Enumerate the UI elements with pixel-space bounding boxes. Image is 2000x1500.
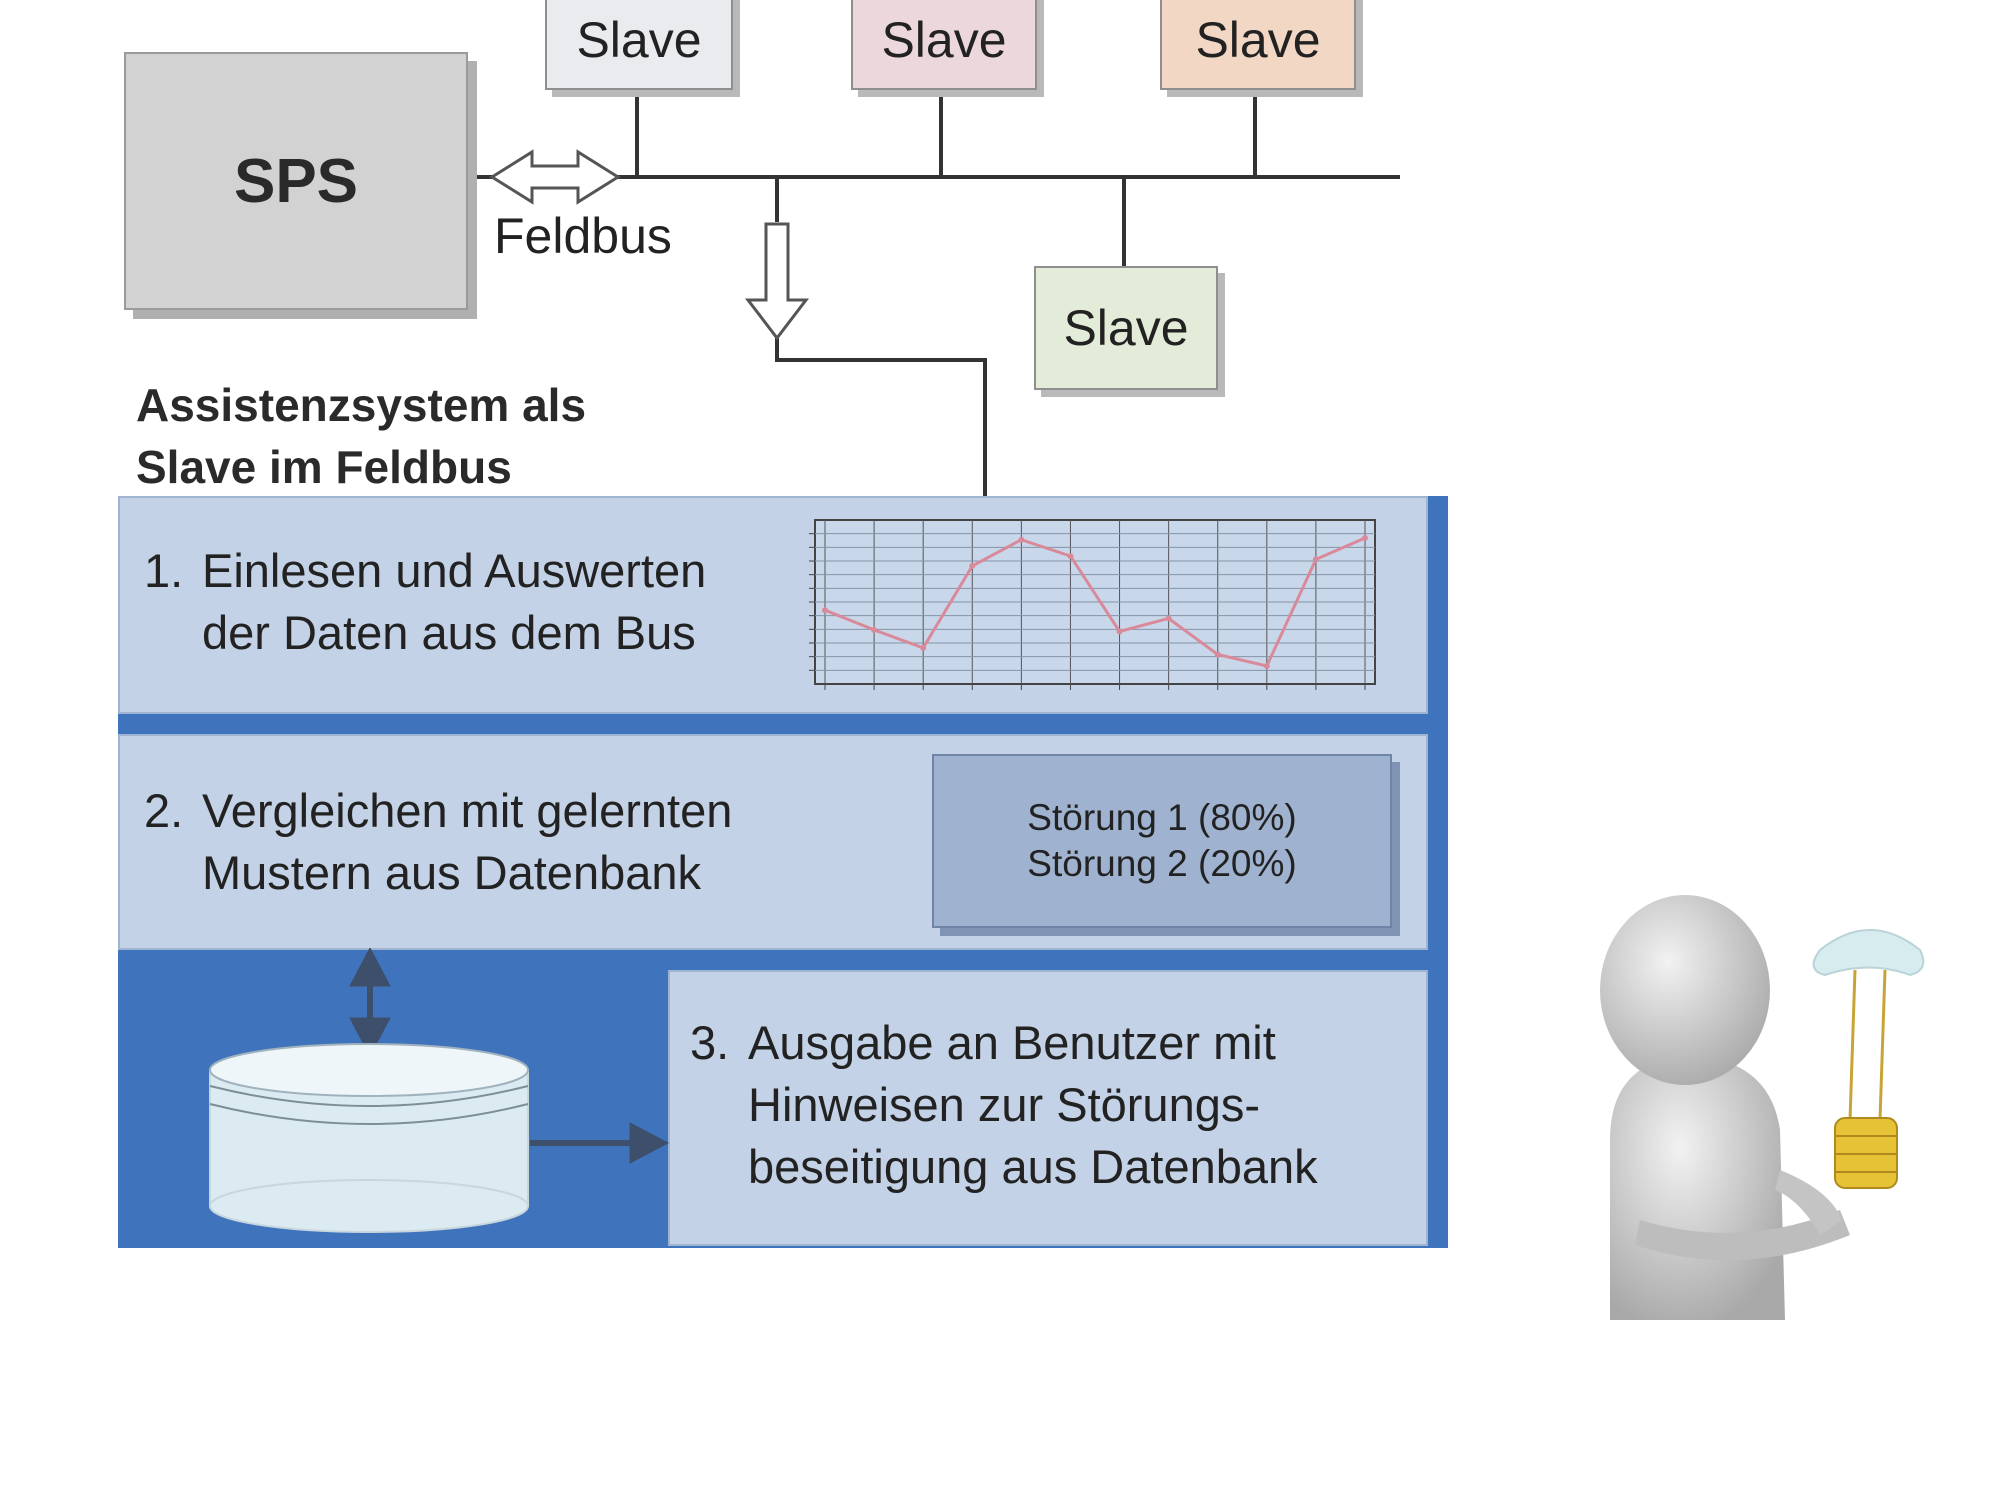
chart-point	[871, 626, 878, 633]
result-2: Störung 2 (20%)	[1027, 843, 1297, 884]
feldbus-label: Feldbus	[494, 208, 672, 264]
chart-point	[1116, 628, 1123, 635]
chart-point	[1263, 663, 1270, 669]
db-output-arrow-icon	[530, 1122, 670, 1164]
step-2-line2: Mustern aus Datenbank	[202, 846, 702, 899]
slave-box-2: Slave	[851, 0, 1037, 90]
step-2-number: 2.	[144, 784, 184, 837]
step-1-number: 1.	[144, 544, 184, 597]
chart-point	[1165, 615, 1172, 622]
slave-box-4: Slave	[1034, 266, 1218, 390]
database-group	[209, 948, 670, 1233]
sps-label: SPS	[233, 146, 359, 216]
step-3-number: 3.	[690, 1016, 730, 1069]
result-1: Störung 1 (80%)	[1027, 797, 1297, 838]
signal-chart	[809, 519, 1376, 690]
assist-title-line2: Slave im Feldbus	[136, 441, 512, 493]
chart-point	[920, 644, 927, 651]
step-2-line1: Vergleichen mit gelernten	[202, 784, 733, 837]
slave-box-3: Slave	[1160, 0, 1356, 90]
chart-point	[1312, 556, 1319, 563]
person-with-lightbulb-icon	[1600, 895, 1925, 1320]
slave-box-1: Slave	[545, 0, 733, 90]
slave-label: Slave	[881, 12, 1007, 68]
chart-series-line	[824, 536, 1366, 668]
chart-point	[1214, 651, 1221, 658]
slave-label: Slave	[1195, 12, 1321, 68]
result-box: Störung 1 (80%) Störung 2 (20%)	[932, 754, 1392, 928]
assist-title: Assistenzsystem als Slave im Feldbus	[136, 374, 586, 498]
step-1-line2: der Daten aus dem Bus	[202, 606, 696, 659]
chart-point	[969, 562, 976, 569]
step-3-line3: beseitigung aus Datenbank	[748, 1140, 1318, 1193]
assist-title-line1: Assistenzsystem als	[136, 379, 587, 431]
bidirectional-arrow-icon	[489, 149, 621, 205]
chart-point	[1067, 553, 1074, 560]
step-3-line2: Hinweisen zur Störungs-	[748, 1078, 1260, 1131]
database-icon	[209, 1043, 529, 1233]
slave-label: Slave	[1063, 300, 1189, 356]
step-3-panel	[668, 970, 1428, 1246]
sps-box: SPS	[124, 52, 468, 310]
step-1-line1: Einlesen und Auswerten	[202, 544, 707, 597]
assist-tap-line	[775, 338, 987, 496]
slave-label: Slave	[576, 12, 702, 68]
down-arrow-icon	[744, 222, 810, 341]
chart-point	[822, 607, 828, 614]
chart-point	[1018, 536, 1025, 543]
chart-point	[1362, 535, 1368, 541]
step-3-line1: Ausgabe an Benutzer mit	[748, 1016, 1276, 1069]
db-vertical-arrow-icon	[349, 948, 391, 1058]
